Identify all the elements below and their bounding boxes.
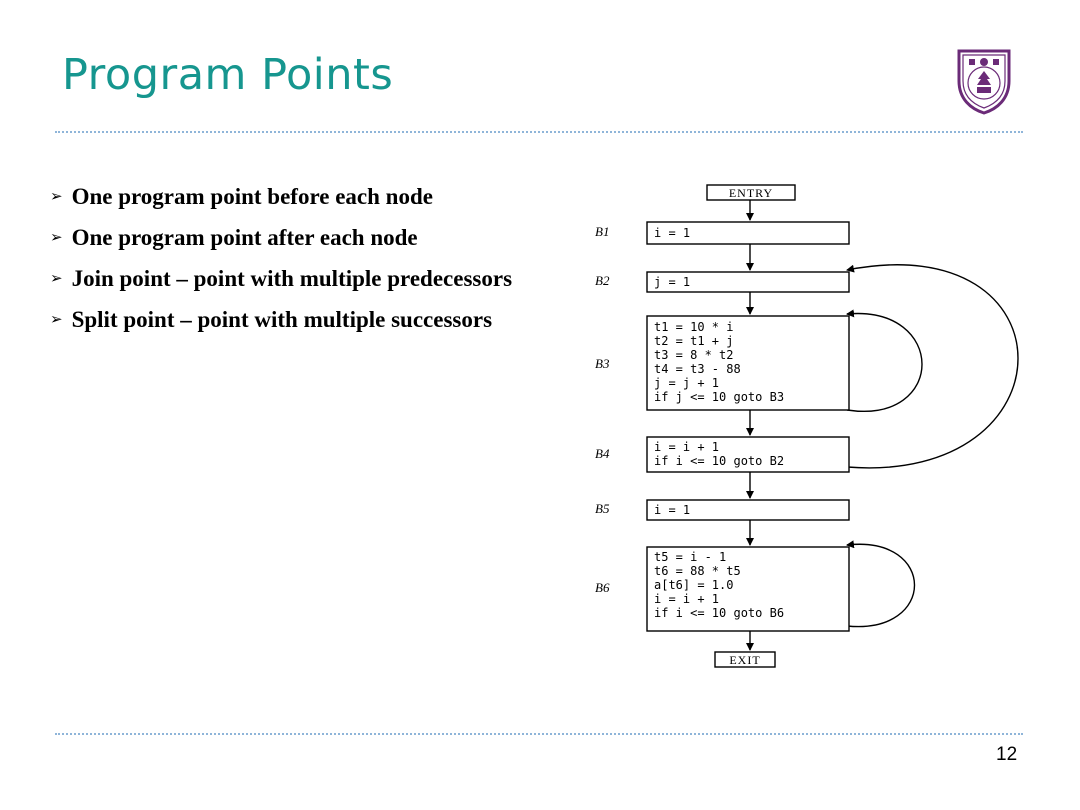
arrow-bullet-icon: ➢ bbox=[50, 309, 63, 328]
arrow-bullet-icon: ➢ bbox=[50, 186, 63, 205]
bullet-item: ➢One program point before each node bbox=[50, 183, 433, 209]
block-b6 bbox=[646, 546, 850, 632]
block-b3 bbox=[646, 315, 850, 411]
block-label-b4: B4 bbox=[595, 446, 610, 461]
arrow-bullet-icon: ➢ bbox=[50, 268, 63, 287]
block-b4 bbox=[646, 436, 850, 473]
block-b1-line: i = 1 bbox=[654, 226, 690, 240]
block-b3-line: t4 = t3 - 88 bbox=[654, 362, 741, 376]
block-b3-line: t1 = 10 * i bbox=[654, 320, 733, 334]
block-b3-line: if j <= 10 goto B3 bbox=[654, 390, 784, 404]
block-label-b2: B2 bbox=[595, 273, 610, 288]
block-label-b3: B3 bbox=[595, 356, 610, 371]
edge-b3-to-b3 bbox=[846, 309, 923, 412]
flow-graph-diagram: ENTRY i = 1 j = 1 t1 = 10 * i t2 = t1 + … bbox=[595, 184, 1019, 668]
block-b1 bbox=[646, 221, 850, 245]
exit-label: EXIT bbox=[729, 653, 760, 667]
block-b4-line: i = i + 1 bbox=[654, 440, 719, 454]
block-b6-line: a[t6] = 1.0 bbox=[654, 578, 733, 592]
block-b4-line: if i <= 10 goto B2 bbox=[654, 454, 784, 468]
edge-b6-to-b6 bbox=[846, 540, 915, 628]
block-b3-line: t2 = t1 + j bbox=[654, 334, 733, 348]
block-b2 bbox=[646, 271, 850, 293]
arrow-bullet-icon: ➢ bbox=[50, 227, 63, 246]
entry-label: ENTRY bbox=[729, 186, 773, 200]
block-b2-line: j = 1 bbox=[654, 275, 690, 289]
university-logo-icon bbox=[957, 49, 1011, 115]
entry-node bbox=[706, 184, 796, 201]
block-b3-line: t3 = 8 * t2 bbox=[654, 348, 733, 362]
bullet-item: ➢Join point – point with multiple predec… bbox=[50, 265, 513, 291]
block-label-b5: B5 bbox=[595, 501, 610, 516]
bullet-list: ➢One program point before each node ➢One… bbox=[50, 176, 512, 340]
top-divider bbox=[55, 131, 1023, 133]
block-b6-line: t5 = i - 1 bbox=[654, 550, 726, 564]
block-b3-line: j = j + 1 bbox=[654, 376, 719, 390]
block-b6-line: t6 = 88 * t5 bbox=[654, 564, 741, 578]
exit-node bbox=[714, 651, 776, 668]
block-b6-line: if i <= 10 goto B6 bbox=[654, 606, 784, 620]
page-number: 12 bbox=[996, 744, 1018, 765]
block-b5 bbox=[646, 499, 850, 521]
bullet-item: ➢One program point after each node bbox=[50, 224, 418, 250]
edge-b4-to-b2 bbox=[846, 264, 1019, 469]
block-b5-line: i = 1 bbox=[654, 503, 690, 517]
bullet-item: ➢Split point – point with multiple succe… bbox=[50, 306, 493, 332]
block-label-b6: B6 bbox=[595, 580, 610, 595]
bottom-divider bbox=[55, 733, 1023, 735]
slide-title: Program Points bbox=[62, 50, 394, 100]
block-b6-line: i = i + 1 bbox=[654, 592, 719, 606]
block-label-b1: B1 bbox=[595, 224, 609, 239]
